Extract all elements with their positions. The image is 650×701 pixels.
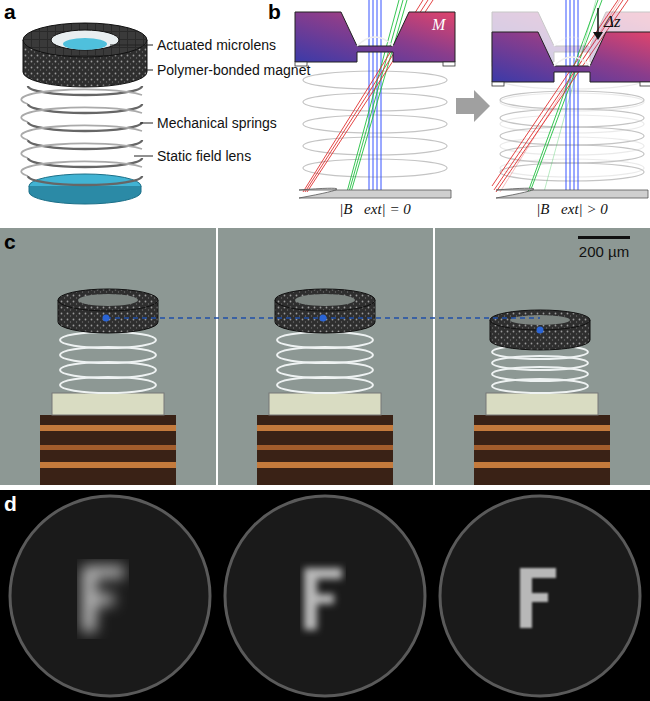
vector-label: M⃗ (432, 16, 458, 34)
part-label: Actuated microlens (157, 37, 276, 53)
panel-letter: a (4, 0, 16, 24)
part-label: Polymer-bonded magnet (157, 62, 310, 78)
scale-label: 200 µm (579, 243, 629, 260)
dimension-label: Δz (604, 12, 621, 32)
photo-panel (0, 228, 650, 485)
ray-diagram (295, 0, 650, 198)
panel-letter: d (4, 492, 17, 516)
panel-letter: c (4, 230, 16, 254)
image-panel (0, 490, 650, 701)
field-label: |B⃗ext| = 0 (339, 201, 411, 218)
part-label: Static field lens (157, 148, 251, 164)
panel-letter: b (268, 0, 281, 24)
device-illustration (21, 23, 153, 204)
part-label: Mechanical springs (157, 115, 277, 131)
field-label: |B⃗ext| > 0 (536, 201, 608, 218)
